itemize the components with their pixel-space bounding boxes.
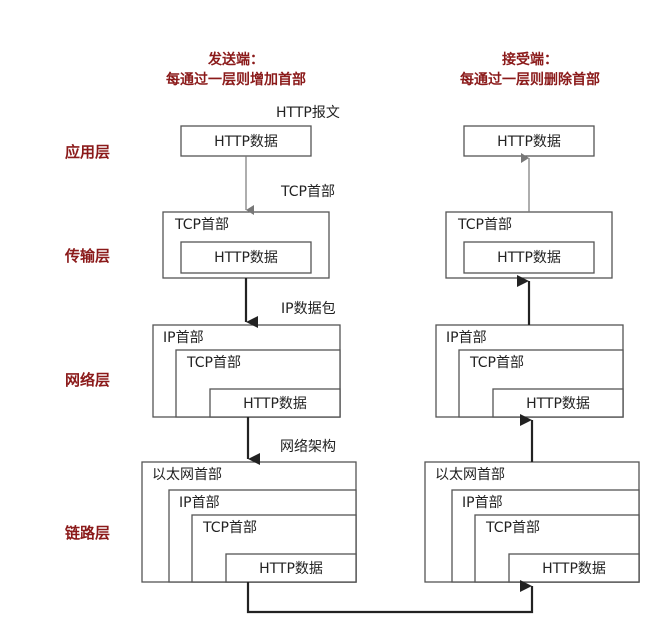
ip-header-label: IP首部 [163,330,204,346]
tcp-header-label: TCP首部 [469,355,524,371]
receiver-link-frame: 以太网首部 IP首部 TCP首部 HTTP数据 [424,461,640,583]
receiver-transport-packet: TCP首部 HTTP数据 [445,211,613,279]
ethernet-header-label: 以太网首部 [152,467,222,483]
annotation-tcp-header: TCP首部 [280,184,335,200]
sender-title: 发送端： [207,51,264,68]
annotation-ip-packet: IP数据包 [281,301,336,317]
sender-application-packet: HTTP数据 [180,125,312,157]
tcp-header-label: TCP首部 [186,355,241,371]
layer-link: 链路层 [65,524,110,542]
ip-header-label: IP首部 [179,495,220,511]
tcp-header-label: TCP首部 [457,217,512,233]
ip-header-label: IP首部 [446,330,487,346]
http-data-label: HTTP数据 [526,396,590,412]
receiver-subtitle: 每通过一层则删除首部 [460,71,600,88]
arrow-physical-transfer [246,580,534,614]
annotation-network-frame: 网络架构 [280,439,336,455]
layer-transport: 传输层 [64,247,110,265]
ethernet-header-label: 以太网首部 [435,467,505,483]
annotation-http-message: HTTP报文 [276,105,340,121]
sender-transport-packet: TCP首部 HTTP数据 [162,211,330,279]
http-data-label: HTTP数据 [243,396,307,412]
http-data-label: HTTP数据 [214,134,278,150]
http-data-label: HTTP数据 [497,134,561,150]
receiver-network-packet: IP首部 TCP首部 HTTP数据 [435,324,624,418]
tcp-header-label: TCP首部 [174,217,229,233]
receiver-application-packet: HTTP数据 [463,125,595,157]
sender-network-packet: IP首部 TCP首部 HTTP数据 [152,324,341,418]
http-data-label: HTTP数据 [259,561,323,577]
layer-application: 应用层 [65,143,110,161]
http-data-label: HTTP数据 [497,250,561,266]
tcp-header-label: TCP首部 [202,520,257,536]
ip-header-label: IP首部 [462,495,503,511]
tcp-header-label: TCP首部 [485,520,540,536]
sender-link-frame: 以太网首部 IP首部 TCP首部 HTTP数据 [141,461,357,583]
http-data-label: HTTP数据 [214,250,278,266]
layer-network: 网络层 [65,371,110,389]
receiver-title: 接受端： [502,51,558,68]
sender-subtitle: 每通过一层则增加首部 [166,71,306,88]
http-data-label: HTTP数据 [542,561,606,577]
